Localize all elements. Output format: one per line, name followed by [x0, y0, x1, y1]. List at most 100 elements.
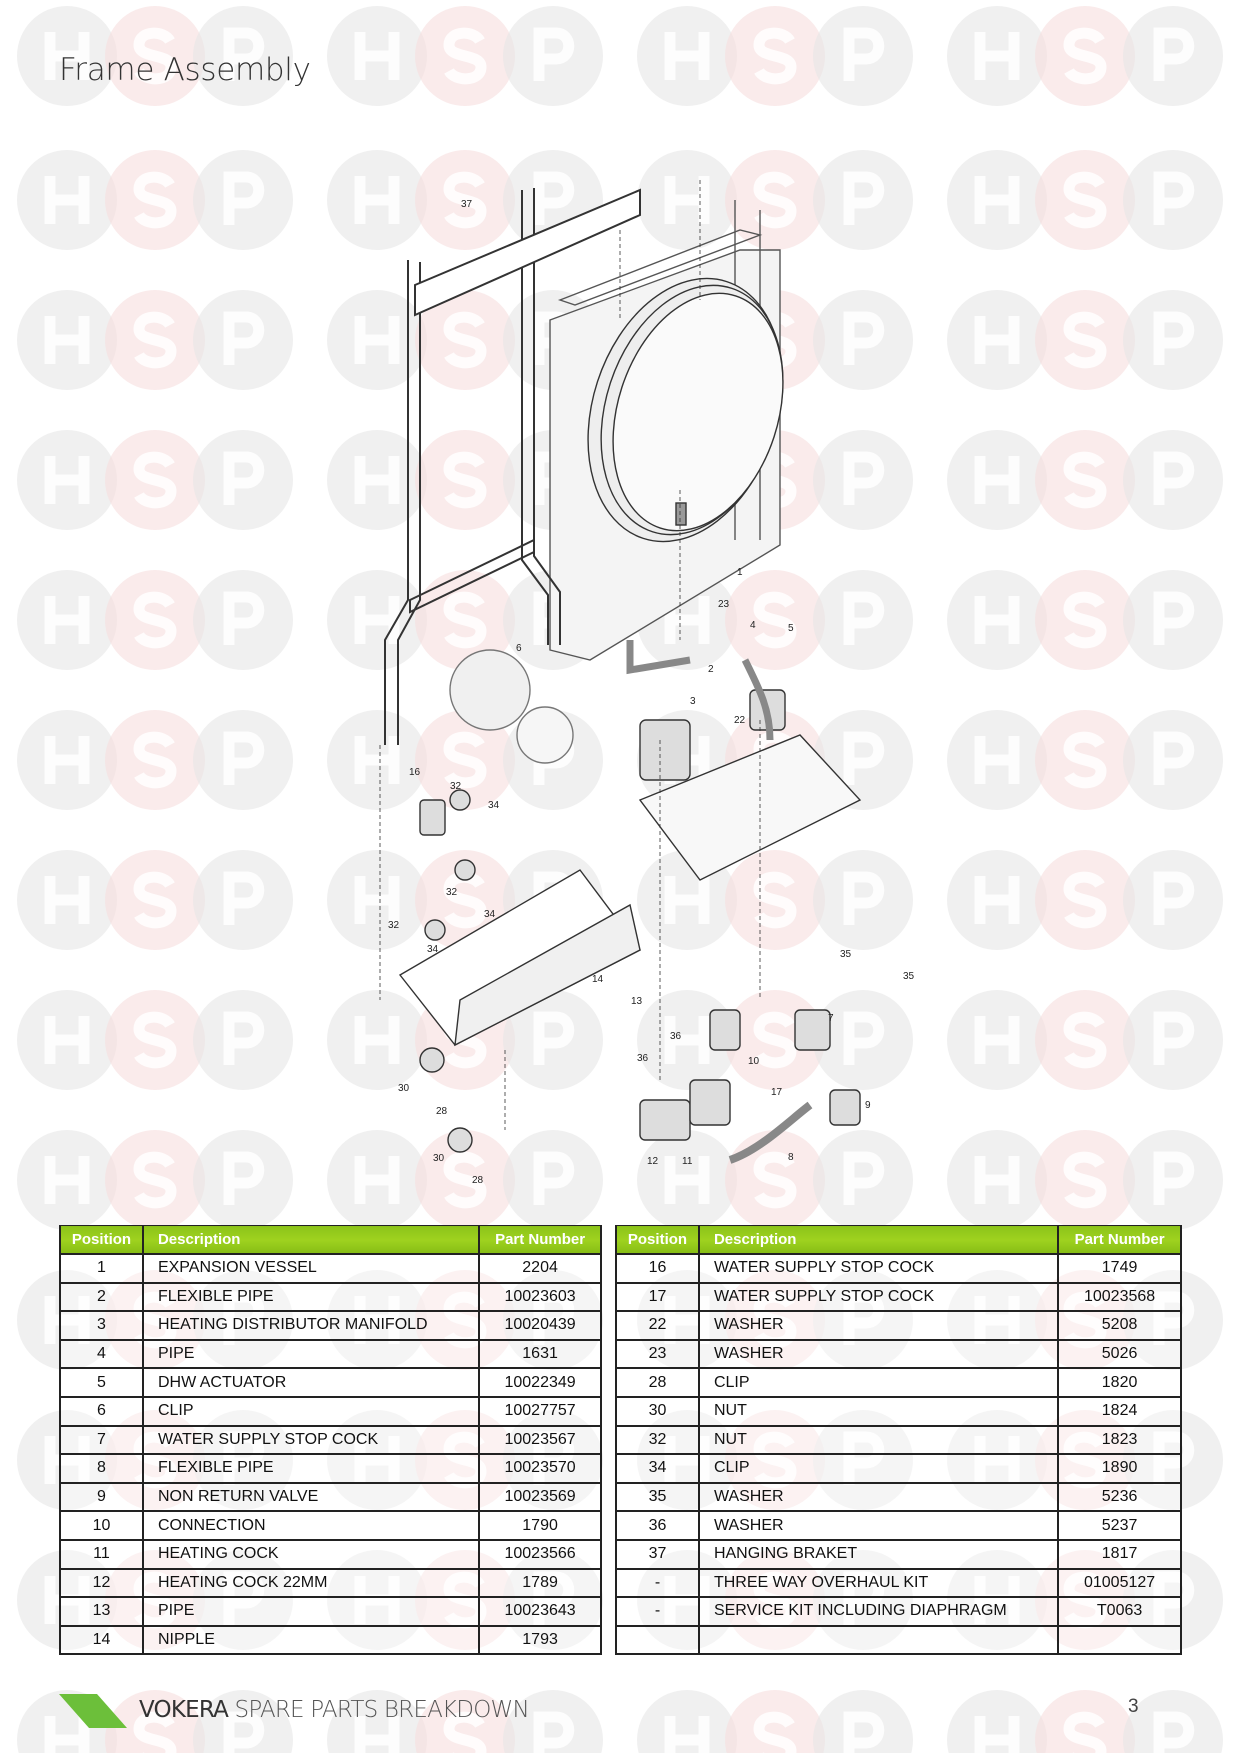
watermark-letter-shape [974, 1716, 1020, 1753]
part-number-cell: 5236 [1057, 1481, 1182, 1513]
description-cell: WATER SUPPLY STOP COCK [141, 1424, 481, 1456]
watermark-letter-shape [1063, 1151, 1107, 1209]
position-cell: 7 [59, 1424, 144, 1456]
part-number-cell: 1823 [1057, 1424, 1182, 1456]
watermark-letter-shape [664, 32, 710, 80]
part-number-cell: 10023566 [478, 1538, 602, 1570]
position-header: Position [59, 1225, 144, 1255]
description-cell: EXPANSION VESSEL [141, 1253, 481, 1284]
watermark-letter-shape [1153, 451, 1195, 505]
position-header: Position [615, 1225, 700, 1255]
description-cell: CLIP [697, 1367, 1060, 1398]
diagram-callout: 30 [433, 1153, 445, 1164]
diagram-callout: 32 [446, 887, 458, 898]
part-number-cell: 1789 [478, 1567, 602, 1599]
watermark-letter-shape [1153, 731, 1195, 785]
watermark-letter-shape [354, 1716, 400, 1753]
description-cell: WATER SUPPLY STOP COCK [697, 1281, 1060, 1313]
position-cell: 36 [615, 1510, 700, 1541]
watermark-letter-shape [223, 591, 265, 645]
position-cell: 22 [615, 1310, 700, 1341]
diagram-callout: 28 [436, 1106, 448, 1117]
watermark-letter-shape [443, 731, 487, 789]
part-number-cell: 10023569 [478, 1481, 602, 1513]
watermark-letter-shape [44, 1156, 90, 1204]
watermark-letter-shape [843, 731, 885, 785]
watermark-letter-shape [843, 451, 885, 505]
watermark-letter-shape [223, 1151, 265, 1205]
part-number-cell: 1824 [1057, 1395, 1182, 1427]
description-cell: WATER SUPPLY STOP COCK [697, 1253, 1060, 1284]
watermark-letter-shape [443, 311, 487, 369]
diagram-callout: 35 [840, 949, 852, 960]
watermark-letter-shape [443, 171, 487, 229]
watermark-letter-shape [354, 176, 400, 224]
diagram-callout: 23 [718, 599, 730, 610]
diagram-callout: 10 [748, 1056, 760, 1067]
watermark-letter-shape [133, 591, 177, 649]
watermark-letter-shape [753, 591, 797, 649]
watermark-letter-shape [843, 27, 885, 81]
description-header: Description [141, 1225, 481, 1255]
watermark-letter-shape [443, 1151, 487, 1209]
part-number-cell: 10027757 [478, 1395, 602, 1427]
position-cell: 17 [615, 1281, 700, 1313]
part-number-cell: 10020439 [478, 1310, 602, 1341]
watermark-letter-shape [1063, 871, 1107, 929]
watermark-circle [327, 1690, 427, 1753]
diagram-callout: 34 [488, 800, 500, 811]
watermark-letter-shape [664, 176, 710, 224]
diagram-callout: 36 [670, 1031, 682, 1042]
part-number-cell: 10023603 [478, 1281, 602, 1313]
description-cell: NUT [697, 1395, 1060, 1427]
watermark-letter-shape [44, 876, 90, 924]
watermark-letter-shape [354, 596, 400, 644]
watermark-letter-shape [354, 1016, 400, 1064]
page-title: Frame Assembly [59, 52, 311, 88]
watermark-letter-shape [843, 1151, 885, 1205]
part-number-cell: 1749 [1057, 1253, 1182, 1284]
position-cell: 8 [59, 1453, 144, 1484]
position-cell: 13 [59, 1596, 144, 1627]
diagram-callout: 36 [637, 1053, 649, 1064]
watermark-letter-shape [664, 876, 710, 924]
part-number-cell: 10023570 [478, 1453, 602, 1484]
watermark-letter-shape [533, 171, 575, 225]
dashed-guides [379, 180, 761, 1130]
description-header: Description [697, 1225, 1060, 1255]
position-cell: 12 [59, 1567, 144, 1599]
watermark-letter-shape [354, 876, 400, 924]
position-cell: 37 [615, 1538, 700, 1570]
description-cell: HEATING COCK [141, 1538, 481, 1570]
description-cell: FLEXIBLE PIPE [141, 1453, 481, 1484]
watermark-letter-shape [533, 27, 575, 81]
watermark-letter-shape [44, 32, 90, 80]
diagram-callout: 3 [690, 696, 696, 707]
description-cell: FLEXIBLE PIPE [141, 1281, 481, 1313]
watermark-letter-shape [753, 1011, 797, 1069]
watermark-letter-shape [1153, 171, 1195, 225]
diagram-callout: 9 [865, 1100, 871, 1111]
position-cell: 11 [59, 1538, 144, 1570]
watermark-letter-shape [44, 316, 90, 364]
description-cell: WASHER [697, 1481, 1060, 1513]
watermark-letter-shape [1153, 27, 1195, 81]
description-cell [697, 1624, 1060, 1656]
position-cell: 34 [615, 1453, 700, 1484]
watermark-letter-shape [664, 1716, 710, 1753]
part-number-cell: 1817 [1057, 1538, 1182, 1570]
description-cell: CLIP [697, 1453, 1060, 1484]
watermark-letter-shape [753, 1711, 797, 1753]
part-number-cell: 10023567 [478, 1424, 602, 1456]
